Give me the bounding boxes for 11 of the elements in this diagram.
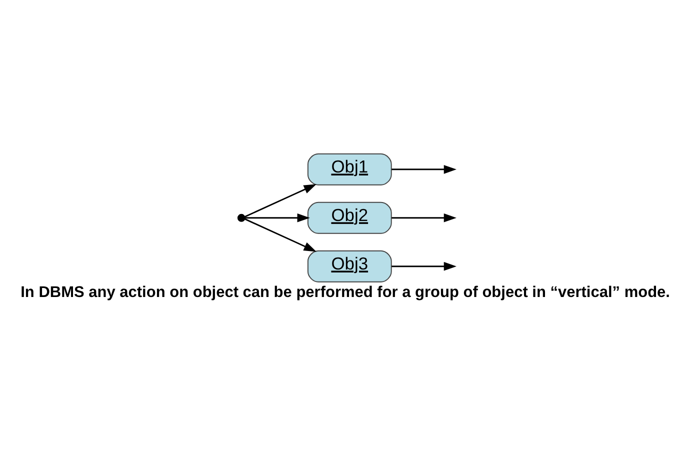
- arrow: [392, 164, 456, 174]
- node-box: Obj1: [307, 153, 392, 186]
- node-circle: [237, 214, 246, 222]
- node-box: Obj3: [307, 250, 392, 282]
- node-box: Obj2: [307, 202, 392, 234]
- arrow: [244, 218, 316, 252]
- arrow: [245, 213, 310, 222]
- arrow: [392, 213, 456, 222]
- caption: In DBMS any action on object can be performed for a group of object in “vertical” mode.: [20, 284, 670, 302]
- arrow: [392, 262, 456, 271]
- arrow: [244, 184, 316, 218]
